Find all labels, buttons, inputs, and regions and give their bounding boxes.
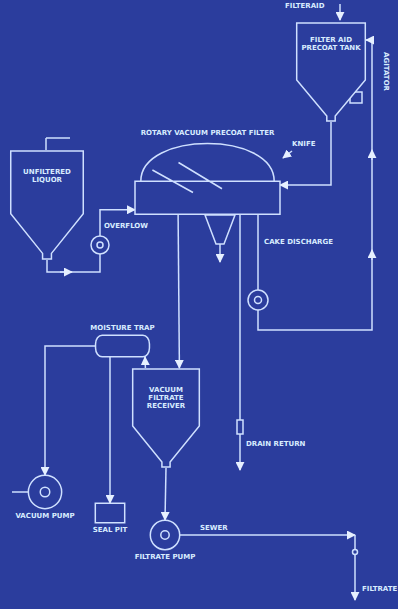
equipment: ROTARY VACUUM PRECOAT FILTER	[135, 140, 280, 215]
pipe-connector	[45, 346, 95, 475]
part-label: OVERFLOW	[104, 222, 148, 230]
equipment-label: SEAL PIT	[93, 526, 128, 534]
tank: VACUUM FILTRATE RECEIVER	[132, 368, 200, 468]
box-outline	[95, 503, 125, 523]
part-label: SEWER	[200, 524, 228, 532]
equipment-label: VACUUM PUMP	[15, 512, 74, 520]
part-label: DRAIN RETURN	[246, 440, 305, 448]
tank-outline	[132, 368, 200, 468]
pump: FILTRATE PUMP	[150, 520, 180, 550]
cyl-outline	[95, 335, 150, 357]
tank-outline	[10, 150, 84, 260]
tank: UNFILTERED LIQUOR	[10, 150, 84, 260]
pipe-connector	[165, 468, 166, 520]
equipment: SEAL PIT	[95, 503, 125, 523]
tank-label: VACUUM FILTRATE RECEIVER	[132, 368, 200, 410]
pump: VACUUM PUMP	[28, 475, 62, 509]
part-label: AGITATOR	[382, 52, 390, 91]
part-label: FILTERAID	[285, 2, 324, 10]
tank: FILTER AID PRECOAT TANK	[296, 22, 366, 122]
part-label: FILTRATE	[362, 585, 397, 593]
part-label: KNIFE	[292, 140, 315, 148]
tank-label: FILTER AID PRECOAT TANK	[296, 22, 366, 52]
part-label: CAKE DISCHARGE	[264, 238, 333, 246]
pipe-connector	[109, 357, 111, 503]
pipe-connector	[280, 122, 331, 185]
equipment-label: ROTARY VACUUM PRECOAT FILTER	[141, 129, 275, 137]
equipment: MOISTURE TRAP	[95, 335, 150, 357]
tank-label: UNFILTERED LIQUOR	[10, 150, 84, 184]
drum-outline	[135, 140, 280, 215]
circle-outline	[28, 475, 62, 509]
equipment-label: FILTRATE PUMP	[135, 553, 196, 561]
pipe-connector	[178, 215, 179, 368]
pipe-connector	[144, 357, 146, 368]
equipment-label: MOISTURE TRAP	[90, 324, 154, 332]
circle-outline	[150, 520, 180, 550]
